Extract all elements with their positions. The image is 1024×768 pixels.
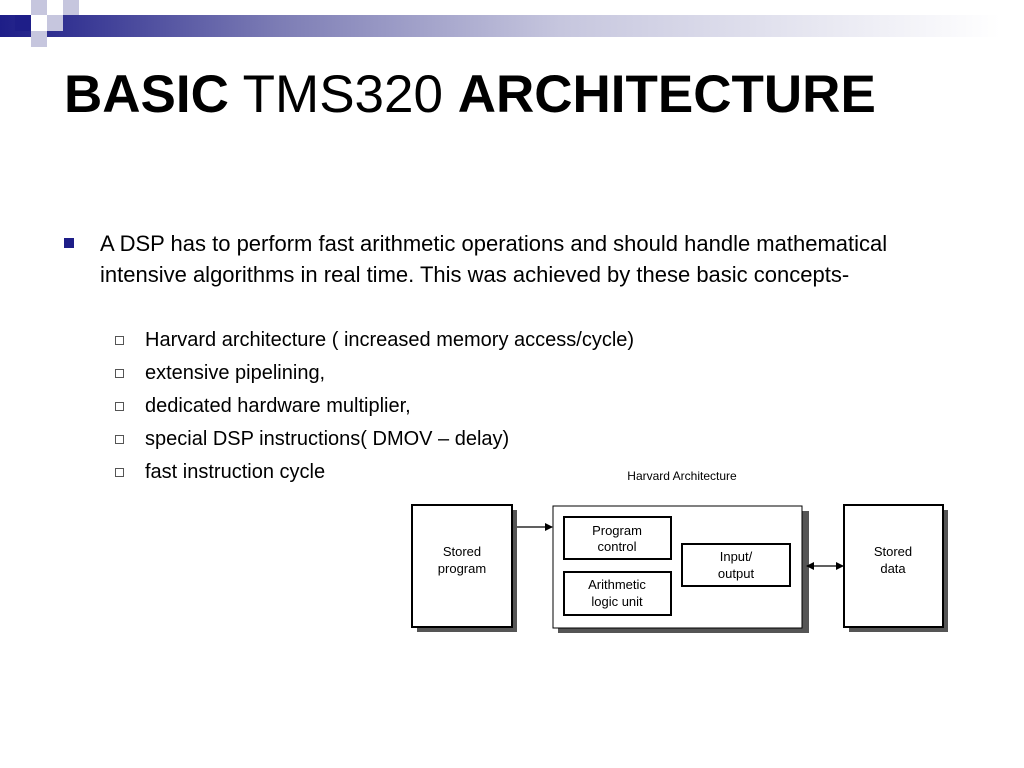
sub-bullet-text: fast instruction cycle — [145, 461, 326, 483]
stored-program-line2: program — [438, 561, 486, 576]
diagram-title: Harvard Architecture — [627, 469, 737, 483]
title-regular-tms320: TMS320 — [228, 65, 458, 124]
hollow-square-bullet-icon — [115, 336, 124, 345]
stored-program-line1: Stored — [443, 544, 481, 559]
sub-bullet-text: dedicated hardware multiplier, — [145, 395, 411, 417]
stored-data-line2: data — [880, 561, 906, 576]
alu-line2: logic unit — [591, 594, 643, 609]
title-bold-architecture: ARCHITECTURE — [457, 65, 876, 124]
input-output-box — [681, 543, 791, 587]
deco-square-light — [47, 15, 63, 31]
header-gradient-band — [0, 15, 1024, 37]
sub-bullet-text: special DSP instructions( DMOV – delay) — [145, 428, 510, 450]
hollow-square-bullet-icon — [115, 468, 124, 477]
deco-square-navy — [15, 15, 31, 31]
hollow-square-bullet-icon — [115, 435, 124, 444]
stored-program-box — [411, 504, 513, 628]
deco-square-light — [31, 31, 47, 47]
input-output-line2: output — [718, 566, 755, 581]
alu-line1: Arithmetic — [588, 577, 646, 592]
program-control-box — [563, 516, 672, 560]
deco-square-white — [31, 15, 47, 31]
title-bold-basic: BASIC — [64, 65, 229, 124]
sub-bullet-text: extensive pipelining, — [145, 362, 326, 384]
stored-data-line1: Stored — [874, 544, 912, 559]
slide-title: BASIC TMS320 ARCHITECTURE — [64, 62, 876, 128]
square-bullet-icon — [64, 238, 74, 248]
stored-data-box — [843, 504, 944, 628]
deco-square-light — [31, 0, 47, 15]
harvard-architecture-diagram: Harvard Architecture Stored program Prog… — [411, 469, 948, 633]
hollow-square-bullet-icon — [115, 369, 124, 378]
program-control-line2: control — [597, 539, 636, 554]
hollow-square-bullet-icon — [115, 402, 124, 411]
sub-bullet-text: Harvard architecture ( increased memory … — [145, 329, 635, 351]
arithmetic-logic-unit-box — [563, 571, 672, 616]
main-bullet-text: A DSP has to perform fast arithmetic ope… — [100, 231, 888, 287]
input-output-line1: Input/ — [720, 549, 753, 564]
deco-square-light — [63, 0, 79, 15]
program-control-line1: Program — [592, 523, 642, 538]
